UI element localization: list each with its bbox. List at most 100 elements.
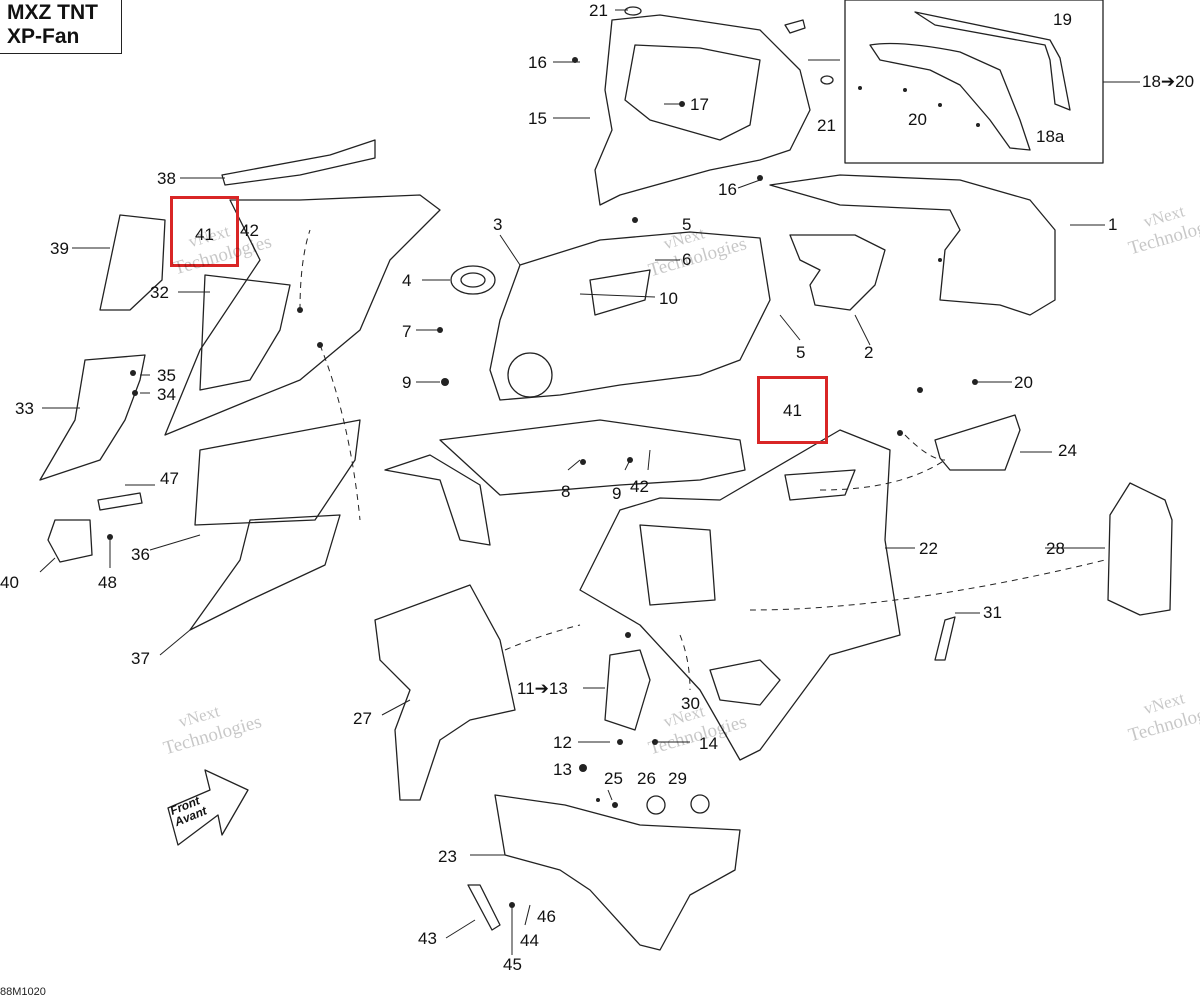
reference-code: 88M1020 <box>0 986 46 998</box>
callout-21: 21 <box>589 1 608 20</box>
callout-4: 4 <box>402 271 412 290</box>
callout-10: 10 <box>659 289 678 308</box>
part-21b-shape <box>820 75 834 85</box>
part-24-shape <box>934 414 1021 471</box>
callout-20: 20 <box>908 110 927 129</box>
part-23-shape <box>494 794 741 951</box>
callout-33: 33 <box>15 399 34 418</box>
callout-8: 8 <box>561 482 571 501</box>
callout-23: 23 <box>438 847 457 866</box>
part-belly-strut <box>384 454 491 546</box>
part-22-shape <box>579 429 901 761</box>
part-32-window <box>199 274 291 391</box>
callout-45: 45 <box>503 955 522 974</box>
part-15-window <box>624 44 761 141</box>
part-33-shape <box>39 354 146 481</box>
part-19-shape <box>914 11 1071 111</box>
callout-14: 14 <box>699 734 718 753</box>
part-side-rail <box>439 419 746 496</box>
part-10-shape <box>589 269 651 316</box>
part-39-shape <box>99 214 166 311</box>
part-36-shape <box>194 419 361 526</box>
part-4-shape <box>450 265 496 295</box>
callout-36: 36 <box>131 545 150 564</box>
callout-30: 30 <box>681 694 700 713</box>
callout-35: 35 <box>157 366 176 385</box>
highlight-box-41-right[interactable]: 41 <box>757 376 828 444</box>
callout-21: 21 <box>817 116 836 135</box>
callout-5: 5 <box>796 343 806 362</box>
callout-46: 46 <box>537 907 556 926</box>
fastener-dots <box>107 57 980 908</box>
callout-18a: 18a <box>1036 127 1065 146</box>
highlight-label: 41 <box>783 401 802 420</box>
callout-44: 44 <box>520 931 539 950</box>
callout-1: 1 <box>1108 215 1118 234</box>
callout-25: 25 <box>604 769 623 788</box>
callout-15: 15 <box>528 109 547 128</box>
callout-7: 7 <box>402 322 412 341</box>
callout-32: 32 <box>150 283 169 302</box>
callout-16: 16 <box>528 53 547 72</box>
part-11-shape <box>604 649 651 731</box>
callout-18-20: 18➔20 <box>1142 72 1195 91</box>
callout-16: 16 <box>718 180 737 199</box>
callout-3: 3 <box>493 215 503 234</box>
callout-42: 42 <box>630 477 649 496</box>
callout-47: 47 <box>160 469 179 488</box>
part-28-shape <box>1107 482 1173 616</box>
callout-24: 24 <box>1058 441 1077 460</box>
callout-29: 29 <box>668 769 687 788</box>
highlight-box-41-left[interactable]: 41 <box>170 196 239 267</box>
front-arrow-shape <box>167 769 249 846</box>
part-21c-shape <box>784 19 806 34</box>
callout-38: 38 <box>157 169 176 188</box>
part-3-shape <box>489 231 771 401</box>
part-21a-shape <box>624 6 642 16</box>
part-29b-shape <box>690 794 710 814</box>
callout-26: 26 <box>637 769 656 788</box>
callout-37: 37 <box>131 649 150 668</box>
callout-43: 43 <box>418 929 437 948</box>
callout-9: 9 <box>612 484 622 503</box>
part-1-shape <box>769 174 1056 316</box>
part-38-shape <box>221 139 376 186</box>
callout-12: 12 <box>553 733 572 752</box>
callout-6: 6 <box>682 250 692 269</box>
callout-17: 17 <box>690 95 709 114</box>
callout-48: 48 <box>98 573 117 592</box>
part-47-shape <box>97 492 143 511</box>
callout-2: 2 <box>864 343 874 362</box>
callout-22: 22 <box>919 539 938 558</box>
model-title-line1: MXZ TNT <box>7 1 98 24</box>
part-22-decal <box>784 469 856 501</box>
part-43-shape <box>467 884 501 931</box>
callout-11-13: 11➔13 <box>517 679 568 698</box>
part-37-shape <box>189 514 341 631</box>
part-3-port <box>507 352 553 398</box>
callout-40: 40 <box>0 573 19 592</box>
highlight-label: 41 <box>195 225 214 244</box>
callout-42: 42 <box>240 221 259 240</box>
part-30-shape <box>709 659 781 706</box>
part-2-shape <box>789 234 886 311</box>
model-title-line2: XP-Fan <box>7 25 80 48</box>
part-22-window <box>639 524 716 606</box>
callout-31: 31 <box>983 603 1002 622</box>
part-18a-shape <box>869 42 1031 151</box>
callout-13: 13 <box>553 760 572 779</box>
callout-28: 28 <box>1046 539 1065 558</box>
callout-9: 9 <box>402 373 412 392</box>
part-31-shape <box>934 616 956 661</box>
callout-34: 34 <box>157 385 176 404</box>
callout-20: 20 <box>1014 373 1033 392</box>
model-title: MXZ TNT XP-Fan <box>0 0 122 54</box>
dashed-connectors <box>299 229 1106 691</box>
callout-5: 5 <box>682 215 692 234</box>
callout-19: 19 <box>1053 10 1072 29</box>
callout-27: 27 <box>353 709 372 728</box>
part-27-shape <box>374 584 516 801</box>
part-15-shape <box>594 14 811 206</box>
